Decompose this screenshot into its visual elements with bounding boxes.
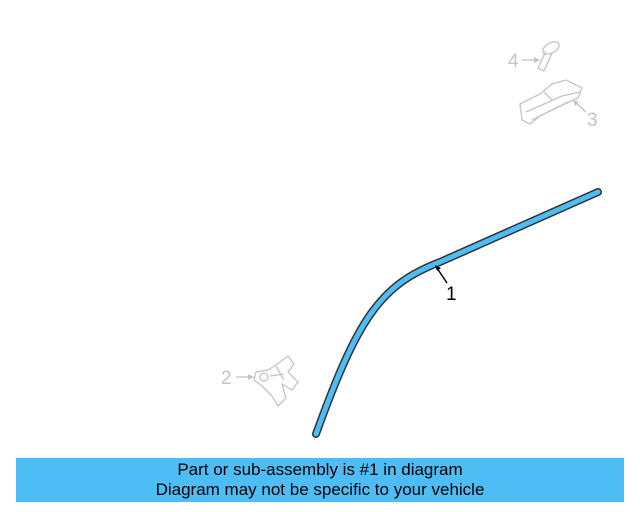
callout-1-label: 1 [446, 284, 457, 305]
info-banner: Part or sub-assembly is #1 in diagram Di… [16, 458, 624, 502]
parts-diagram: 1 2 3 4 [221, 39, 602, 438]
callout-3-leader [573, 100, 587, 113]
part-3-bracket[interactable] [519, 79, 583, 125]
callout-4-label: 4 [508, 51, 519, 72]
part-4-pin[interactable] [537, 39, 561, 72]
callout-2-leader [236, 374, 254, 380]
callout-3-label: 3 [587, 110, 598, 131]
part-2-clip[interactable] [253, 355, 299, 408]
callout-4-leader [522, 57, 540, 63]
banner-line-2: Diagram may not be specific to your vehi… [155, 480, 485, 499]
part-1-molding-strip[interactable] [312, 188, 602, 438]
callout-1-leader [435, 265, 448, 284]
banner-line-1: Part or sub-assembly is #1 in diagram [177, 460, 463, 479]
callout-2-label: 2 [221, 368, 232, 389]
